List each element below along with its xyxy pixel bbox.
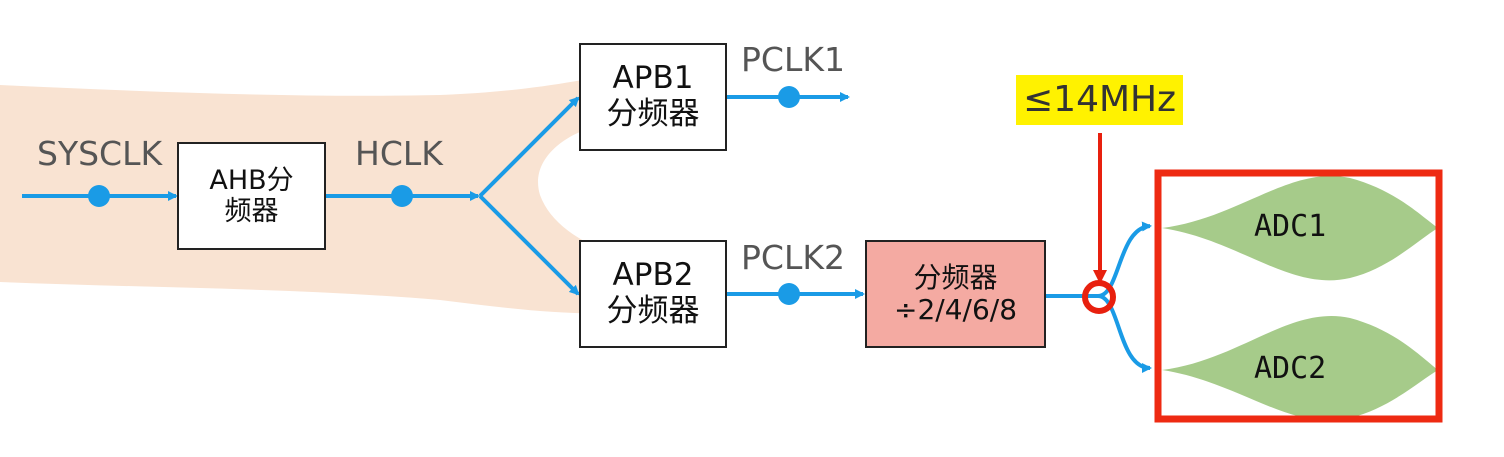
adc-prescaler-line1: 分频器 [913, 260, 998, 294]
adc2-label: ADC2 [1254, 351, 1327, 386]
hclk-label: HCLK [355, 134, 443, 173]
branch-to-apb1 [478, 96, 580, 198]
apb1-prescaler-box: APB1 分频器 [579, 43, 727, 151]
adc-prescaler-box: 分频器 ÷2/4/6/8 [865, 240, 1046, 348]
adc1-label: ADC1 [1254, 209, 1327, 244]
pclk1-node [778, 86, 800, 108]
apb2-prescaler-box: APB2 分频器 [579, 240, 727, 348]
hclk-node [391, 185, 413, 207]
sysclk-node [88, 185, 110, 207]
adc1-shape [1162, 175, 1438, 281]
freq-limit-label: ≤14MHz [1016, 75, 1183, 125]
branch-to-apb2 [478, 194, 580, 296]
apb1-box-line1: APB1 [612, 60, 694, 97]
sysclk-label: SYSCLK [37, 134, 163, 173]
ahb-box-line2: 频器 [224, 196, 279, 227]
background-hand-shape [0, 62, 719, 314]
ahb-box-line1: AHB分 [209, 164, 294, 196]
apb1-box-line2: 分频器 [606, 96, 700, 132]
adc2-shape [1162, 316, 1438, 421]
adc-highlight-frame [1154, 169, 1443, 423]
freq-limit-ring [1082, 280, 1116, 314]
adc-prescaler-line2: ÷2/4/6/8 [893, 293, 1018, 326]
pclk1-label: PCLK1 [741, 40, 845, 79]
ahb-prescaler-box: AHB分 频器 [177, 142, 326, 250]
adc1-branch [1097, 221, 1152, 298]
pclk2-label: PCLK2 [741, 238, 845, 277]
pclk2-node [778, 283, 800, 305]
apb2-box-line1: APB2 [612, 257, 694, 294]
apb2-box-line2: 分频器 [606, 293, 700, 329]
adc2-branch [1097, 294, 1152, 373]
